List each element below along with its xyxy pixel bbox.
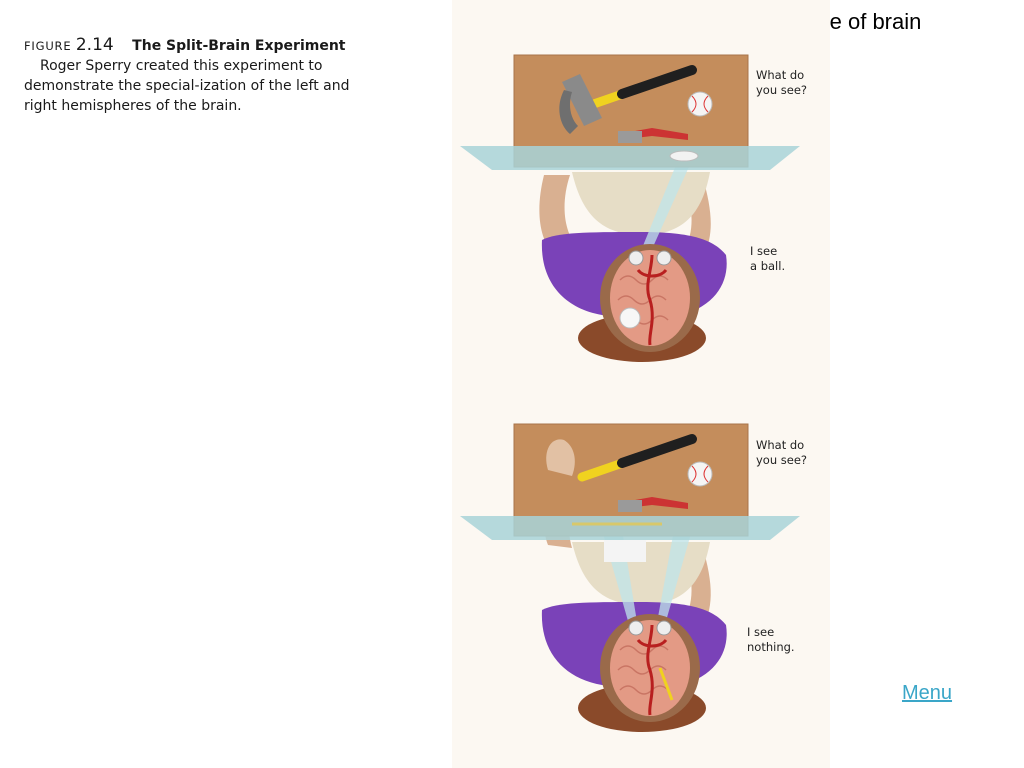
- right-eye: [656, 250, 672, 266]
- hand-on-hammer: [546, 439, 575, 476]
- panel1-question: What do you see?: [756, 68, 808, 97]
- baseball: [687, 91, 713, 117]
- vision-cone: [638, 160, 692, 258]
- vision-cone-right: [656, 530, 692, 628]
- split-brain-illustration: What do you see? I see a ball. What do y…: [452, 0, 830, 768]
- panel2-answer: I see nothing.: [747, 625, 795, 654]
- pliers: [618, 128, 688, 143]
- menu-link[interactable]: Menu: [902, 682, 953, 704]
- pliers: [618, 497, 688, 512]
- screen: [460, 146, 800, 170]
- legs: [572, 172, 710, 235]
- right-eye: [656, 620, 672, 636]
- hammer-image: [658, 667, 674, 701]
- screen-ball: [669, 150, 699, 162]
- figure-title: The Split-Brain Experiment: [132, 38, 346, 54]
- screen: [460, 516, 800, 540]
- figure-number: 2.14: [75, 35, 114, 55]
- panel1-answer: I see a ball.: [750, 244, 786, 273]
- baseball: [687, 461, 713, 487]
- figure-caption: FIGURE 2.14 The Split-Brain Experiment R…: [24, 35, 354, 116]
- split-brain-drawing: [460, 54, 800, 732]
- panel-top: [460, 54, 800, 362]
- panel2-question: What do you see?: [756, 438, 808, 467]
- ball-image: [619, 307, 641, 329]
- paper: [604, 540, 646, 562]
- hammer: [559, 65, 697, 134]
- corpus-callosum: [636, 624, 668, 716]
- hammer: [577, 434, 697, 482]
- figure-description: Roger Sperry created this experiment to …: [24, 58, 350, 114]
- corpus-callosum: [636, 254, 668, 346]
- figure-label: FIGURE: [24, 39, 72, 53]
- panel-bottom: [460, 423, 800, 732]
- left-eye: [628, 250, 644, 266]
- left-eye: [628, 620, 644, 636]
